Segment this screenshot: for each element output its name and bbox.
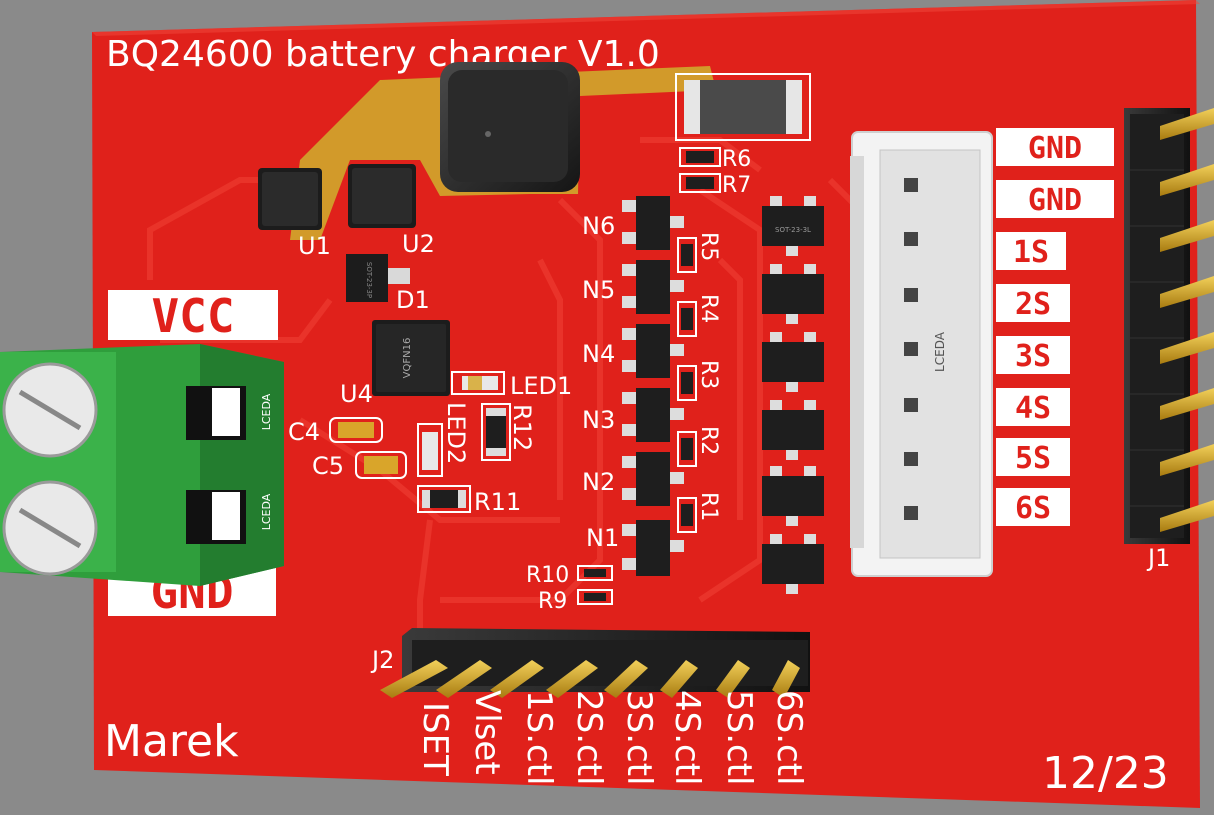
label-n5: N5 xyxy=(582,276,615,304)
j2-pin-label: 4S.ctl xyxy=(667,690,707,786)
mosfet-n6 xyxy=(622,196,684,250)
label-r5: R5 xyxy=(696,232,721,261)
label-r7: R7 xyxy=(722,173,751,198)
mosfet-n4 xyxy=(622,324,684,378)
resistor-r12 xyxy=(481,403,511,461)
screw-terminal: LCEDA LCEDA xyxy=(0,344,284,586)
resistor-r3 xyxy=(677,365,697,401)
label-u2: U2 xyxy=(402,230,435,258)
label-n4: N4 xyxy=(582,340,615,368)
shunt-resistor xyxy=(675,73,811,141)
j2-pin-labels: ISET Vlset 1S.ctl 2S.ctl 3S.ctl 4S.ctl 5… xyxy=(415,690,809,786)
connector-mark: LCEDA xyxy=(933,331,947,372)
header-j1 xyxy=(1124,108,1214,544)
j2-pin-label: 3S.ctl xyxy=(619,690,659,786)
label-d1: D1 xyxy=(396,286,430,314)
label-r10: R10 xyxy=(526,563,569,588)
diode-d1: SOT-23-3P xyxy=(346,254,410,302)
label-r4: R4 xyxy=(696,294,721,323)
label-n3: N3 xyxy=(582,406,615,434)
label-n6: N6 xyxy=(582,212,615,240)
label-r12: R12 xyxy=(508,404,536,451)
j1-pin-label: 6S xyxy=(1015,491,1051,526)
j1-pin-label: 4S xyxy=(1015,391,1051,426)
j2-pin-label: ISET xyxy=(415,702,455,776)
resistor-r1 xyxy=(677,497,697,533)
j2-pin-label: 6S.ctl xyxy=(769,690,809,786)
resistor-r4 xyxy=(677,301,697,337)
label-led2: LED2 xyxy=(442,402,470,464)
chip-u4: VQFN16 xyxy=(372,320,450,396)
d1-mark: SOT-23-3P xyxy=(365,262,373,298)
label-j1: J1 xyxy=(1146,544,1170,572)
j1-pin-label: 3S xyxy=(1015,339,1051,374)
label-led1: LED1 xyxy=(510,372,572,400)
j1-pin-label: 1S xyxy=(1013,235,1049,270)
capacitor-c5 xyxy=(355,451,407,479)
label-r6: R6 xyxy=(722,147,751,172)
led2 xyxy=(417,423,443,477)
label-u1: U1 xyxy=(298,232,331,260)
board-title: BQ24600 battery charger V1.0 xyxy=(106,34,660,75)
label-r11: R11 xyxy=(474,488,521,516)
sot-mark: SOT-23-3L xyxy=(775,226,811,234)
j2-pin-label: 2S.ctl xyxy=(569,690,609,786)
label-r9: R9 xyxy=(538,589,567,614)
j1-pin-label: GND xyxy=(1028,131,1082,166)
j2-pin-label: 1S.ctl xyxy=(519,690,559,786)
resistor-r2 xyxy=(677,431,697,467)
label-r3: R3 xyxy=(696,360,721,389)
capacitor-c4 xyxy=(329,417,383,443)
resistor-r11 xyxy=(417,485,471,513)
label-r2: R2 xyxy=(696,426,721,455)
inductor-block xyxy=(440,62,580,192)
label-r1: R1 xyxy=(696,492,721,521)
terminal-mark-top: LCEDA xyxy=(260,393,273,430)
date-label: 12/23 xyxy=(1042,748,1169,799)
j1-pin-label: GND xyxy=(1028,183,1082,218)
resistor-r5 xyxy=(677,237,697,273)
chip-u1 xyxy=(258,168,322,230)
vcc-label: VCC xyxy=(151,289,234,343)
header-j2 xyxy=(380,628,810,698)
balance-connector: LCEDA xyxy=(850,131,993,577)
label-n2: N2 xyxy=(582,468,615,496)
resistor-r6 xyxy=(679,147,721,167)
label-c5: C5 xyxy=(312,452,344,480)
resistor-r7 xyxy=(679,173,721,193)
j2-pin-label: Vlset xyxy=(467,690,507,775)
j1-pin-label: 5S xyxy=(1015,441,1051,476)
sot23-column xyxy=(762,196,824,594)
led1 xyxy=(451,371,505,395)
label-c4: C4 xyxy=(288,418,320,446)
mosfet-n3 xyxy=(622,388,684,442)
author-label: Marek xyxy=(104,716,239,767)
j1-pin-labels: GND GND 1S 2S 3S 4S 5S 6S xyxy=(996,128,1114,526)
mosfet-n5 xyxy=(622,260,684,314)
label-j2: J2 xyxy=(370,646,394,674)
mosfet-n1 xyxy=(622,520,684,576)
mosfet-n2 xyxy=(622,452,684,506)
resistor-r10 xyxy=(577,565,613,581)
j2-pin-label: 5S.ctl xyxy=(719,690,759,786)
label-n1: N1 xyxy=(586,524,619,552)
chip-u2 xyxy=(348,164,416,228)
terminal-mark-bottom: LCEDA xyxy=(260,493,273,530)
j1-pin-label: 2S xyxy=(1015,287,1051,322)
u4-mark: VQFN16 xyxy=(402,338,413,379)
resistor-r9 xyxy=(577,589,613,605)
label-u4: U4 xyxy=(340,380,373,408)
